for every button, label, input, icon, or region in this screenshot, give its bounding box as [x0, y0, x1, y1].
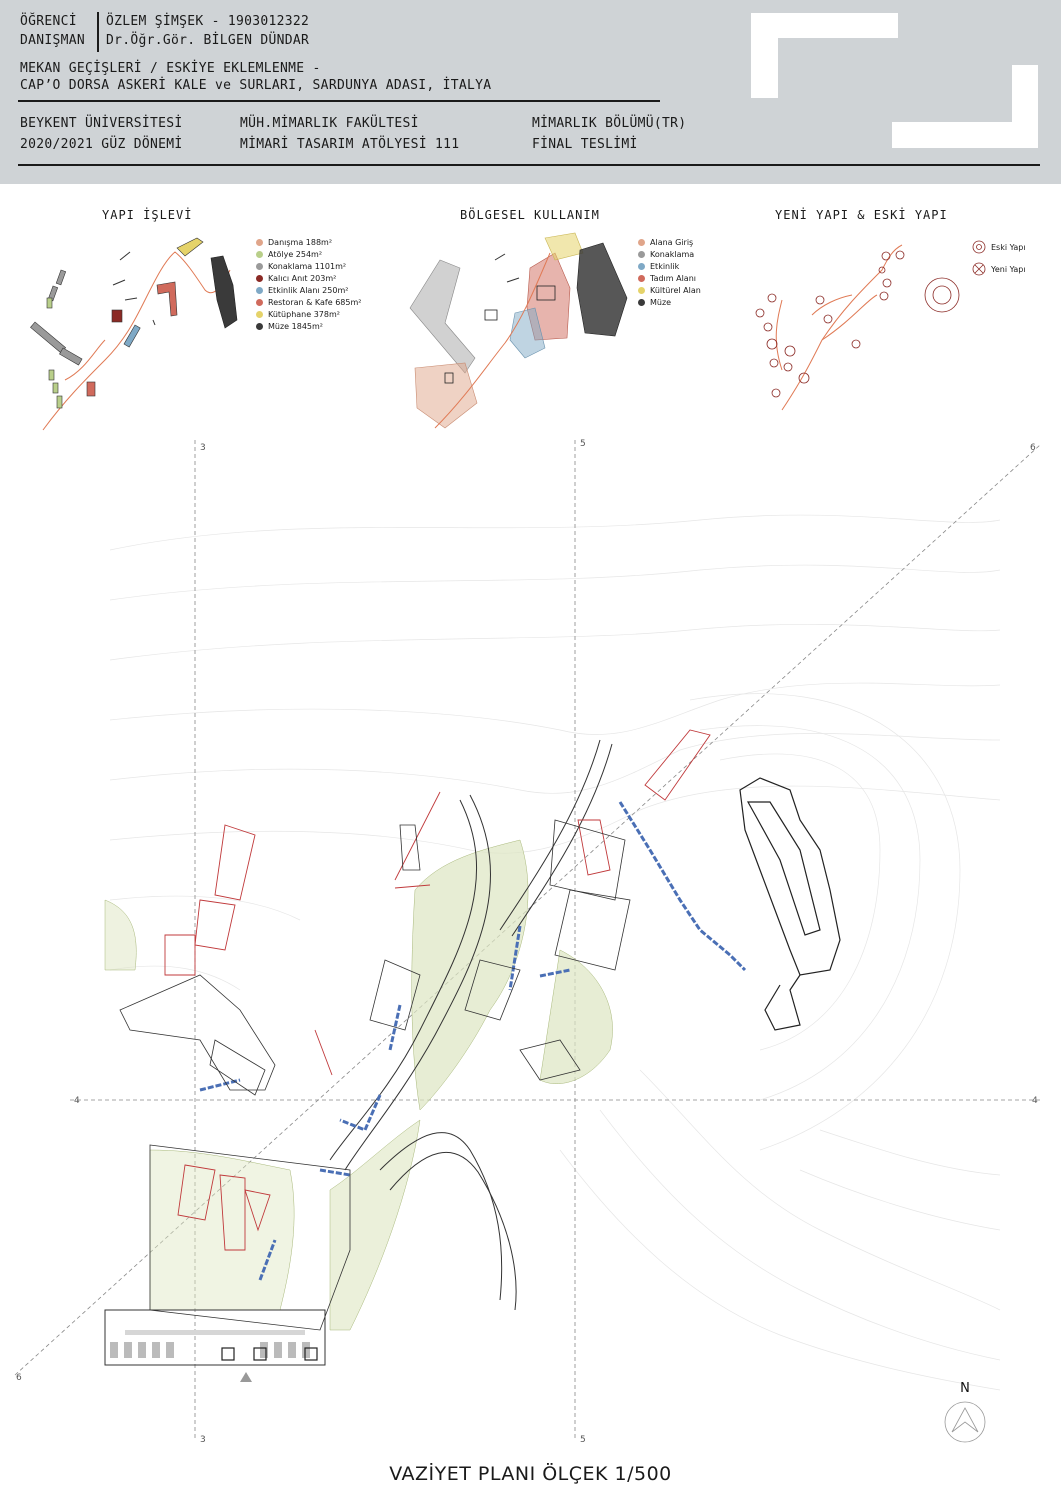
legend-swatch	[638, 298, 645, 306]
project-title-line2: CAP’O DORSA ASKERİ KALE ve SURLARI, SARD…	[20, 78, 492, 93]
label-divider	[97, 12, 99, 52]
logo-mark	[751, 13, 1038, 148]
department: MİMARLIK BÖLÜMÜ(TR)	[532, 116, 687, 131]
legend-label: Kütüphane 378m²	[268, 309, 340, 319]
parking-area	[104, 1309, 326, 1382]
legend-label: Atölye 254m²	[268, 249, 323, 259]
legend-swatch	[256, 262, 263, 270]
legend-label: Etkinlik Alanı 250m²	[268, 285, 349, 295]
bottom-rule	[18, 164, 1040, 166]
building-outlines	[119, 819, 631, 1331]
advisor-name: Dr.Öğr.Gör. BİLGEN DÜNDAR	[106, 33, 310, 48]
legend-label: Etkinlik	[650, 261, 680, 271]
legend-label: Müze 1845m²	[268, 321, 323, 331]
new-walls	[199, 801, 747, 1281]
legend-swatch	[256, 298, 263, 306]
north-label: N	[960, 1381, 970, 1396]
legend-label: Müze	[650, 297, 672, 307]
legend-swatch	[256, 250, 263, 258]
section-mark-top-right: 6	[1030, 443, 1036, 453]
legend-swatch	[638, 250, 645, 258]
title-block: ÖĞRENCİ DANIŞMAN ÖZLEM ŞİMŞEK - 19030123…	[0, 0, 1061, 184]
legend-label: Eski Yapı	[991, 242, 1026, 252]
regional-diagram	[409, 232, 628, 429]
student-name: ÖZLEM ŞİMŞEK - 1903012322	[106, 14, 310, 29]
legend-label: Yeni Yapı	[991, 264, 1026, 274]
university: BEYKENT ÜNİVERSİTESİ	[20, 116, 183, 131]
legend-swatch	[256, 238, 263, 246]
legend-swatch	[256, 286, 263, 294]
legend-label: Kalıcı Anıt 203m²	[268, 273, 337, 283]
diagram-title-function: YAPI İŞLEVİ	[102, 208, 193, 222]
section-mark-bottom-3: 3	[200, 1435, 206, 1445]
section-mark-top-mid: 5	[580, 439, 586, 449]
legend-label: Kültürel Alan	[650, 285, 701, 295]
new-old-diagram	[755, 244, 960, 411]
section-mark-left: 4	[74, 1096, 80, 1106]
project-title-line1: MEKAN GEÇİŞLERİ / ESKİYE EKLEMLENME -	[20, 61, 321, 76]
circle-cross-icon	[972, 262, 986, 276]
legend-swatch	[638, 286, 645, 294]
diagram-title-new-old: YENİ YAPI & ESKİ YAPI	[775, 208, 948, 222]
vegetation	[104, 839, 613, 1331]
diagram-title-regional: BÖLGESEL KULLANIM	[460, 208, 600, 222]
red-structures	[164, 729, 711, 1251]
legend-swatch	[638, 238, 645, 246]
function-diagram	[30, 237, 238, 431]
term: 2020/2021 GÜZ DÖNEMİ	[20, 137, 183, 152]
plan-title: VAZİYET PLANI ÖLÇEK 1/500	[389, 1463, 672, 1485]
studio: MİMARİ TASARIM ATÖLYESİ 111	[240, 137, 460, 152]
legend-label: Konaklama 1101m²	[268, 261, 347, 271]
title-rule	[18, 100, 660, 102]
legend-swatch	[638, 262, 645, 270]
function-legend: Danışma 188m² Atölye 254m² Konaklama 110…	[256, 236, 361, 332]
legend-swatch	[256, 310, 263, 318]
roads	[329, 739, 613, 1311]
section-mark-right: 4	[1032, 1096, 1038, 1106]
advisor-label: DANIŞMAN	[20, 33, 86, 48]
legend-swatch	[256, 274, 263, 282]
site-plan: 3 5 6 4 4 6 3 5	[14, 439, 1041, 1445]
legend-label: Alana Giriş	[650, 237, 694, 247]
circle-dot-icon	[972, 240, 986, 254]
submission: FİNAL TESLİMİ	[532, 137, 638, 152]
section-mark-bottom-5: 5	[580, 1435, 586, 1445]
legend-label: Danışma 188m²	[268, 237, 333, 247]
section-mark-bottom-left: 6	[16, 1373, 22, 1383]
legend-swatch	[256, 322, 263, 330]
legend-label: Tadım Alanı	[650, 273, 696, 283]
fortress-plan	[739, 777, 841, 1031]
student-label: ÖĞRENCİ	[20, 14, 77, 29]
legend-label: Restoran & Kafe 685m²	[268, 297, 362, 307]
north-arrow: N	[944, 1381, 986, 1443]
legend-swatch	[638, 274, 645, 282]
section-mark-top-left: 3	[200, 443, 206, 453]
legend-label: Konaklama	[650, 249, 695, 259]
new-old-legend: Eski Yapı Yeni Yapı	[972, 236, 1026, 280]
faculty: MÜH.MİMARLIK FAKÜLTESİ	[240, 116, 419, 131]
regional-legend: Alana Giriş Konaklama Etkinlik Tadım Ala…	[638, 236, 701, 308]
contour-lines	[109, 514, 1001, 1391]
